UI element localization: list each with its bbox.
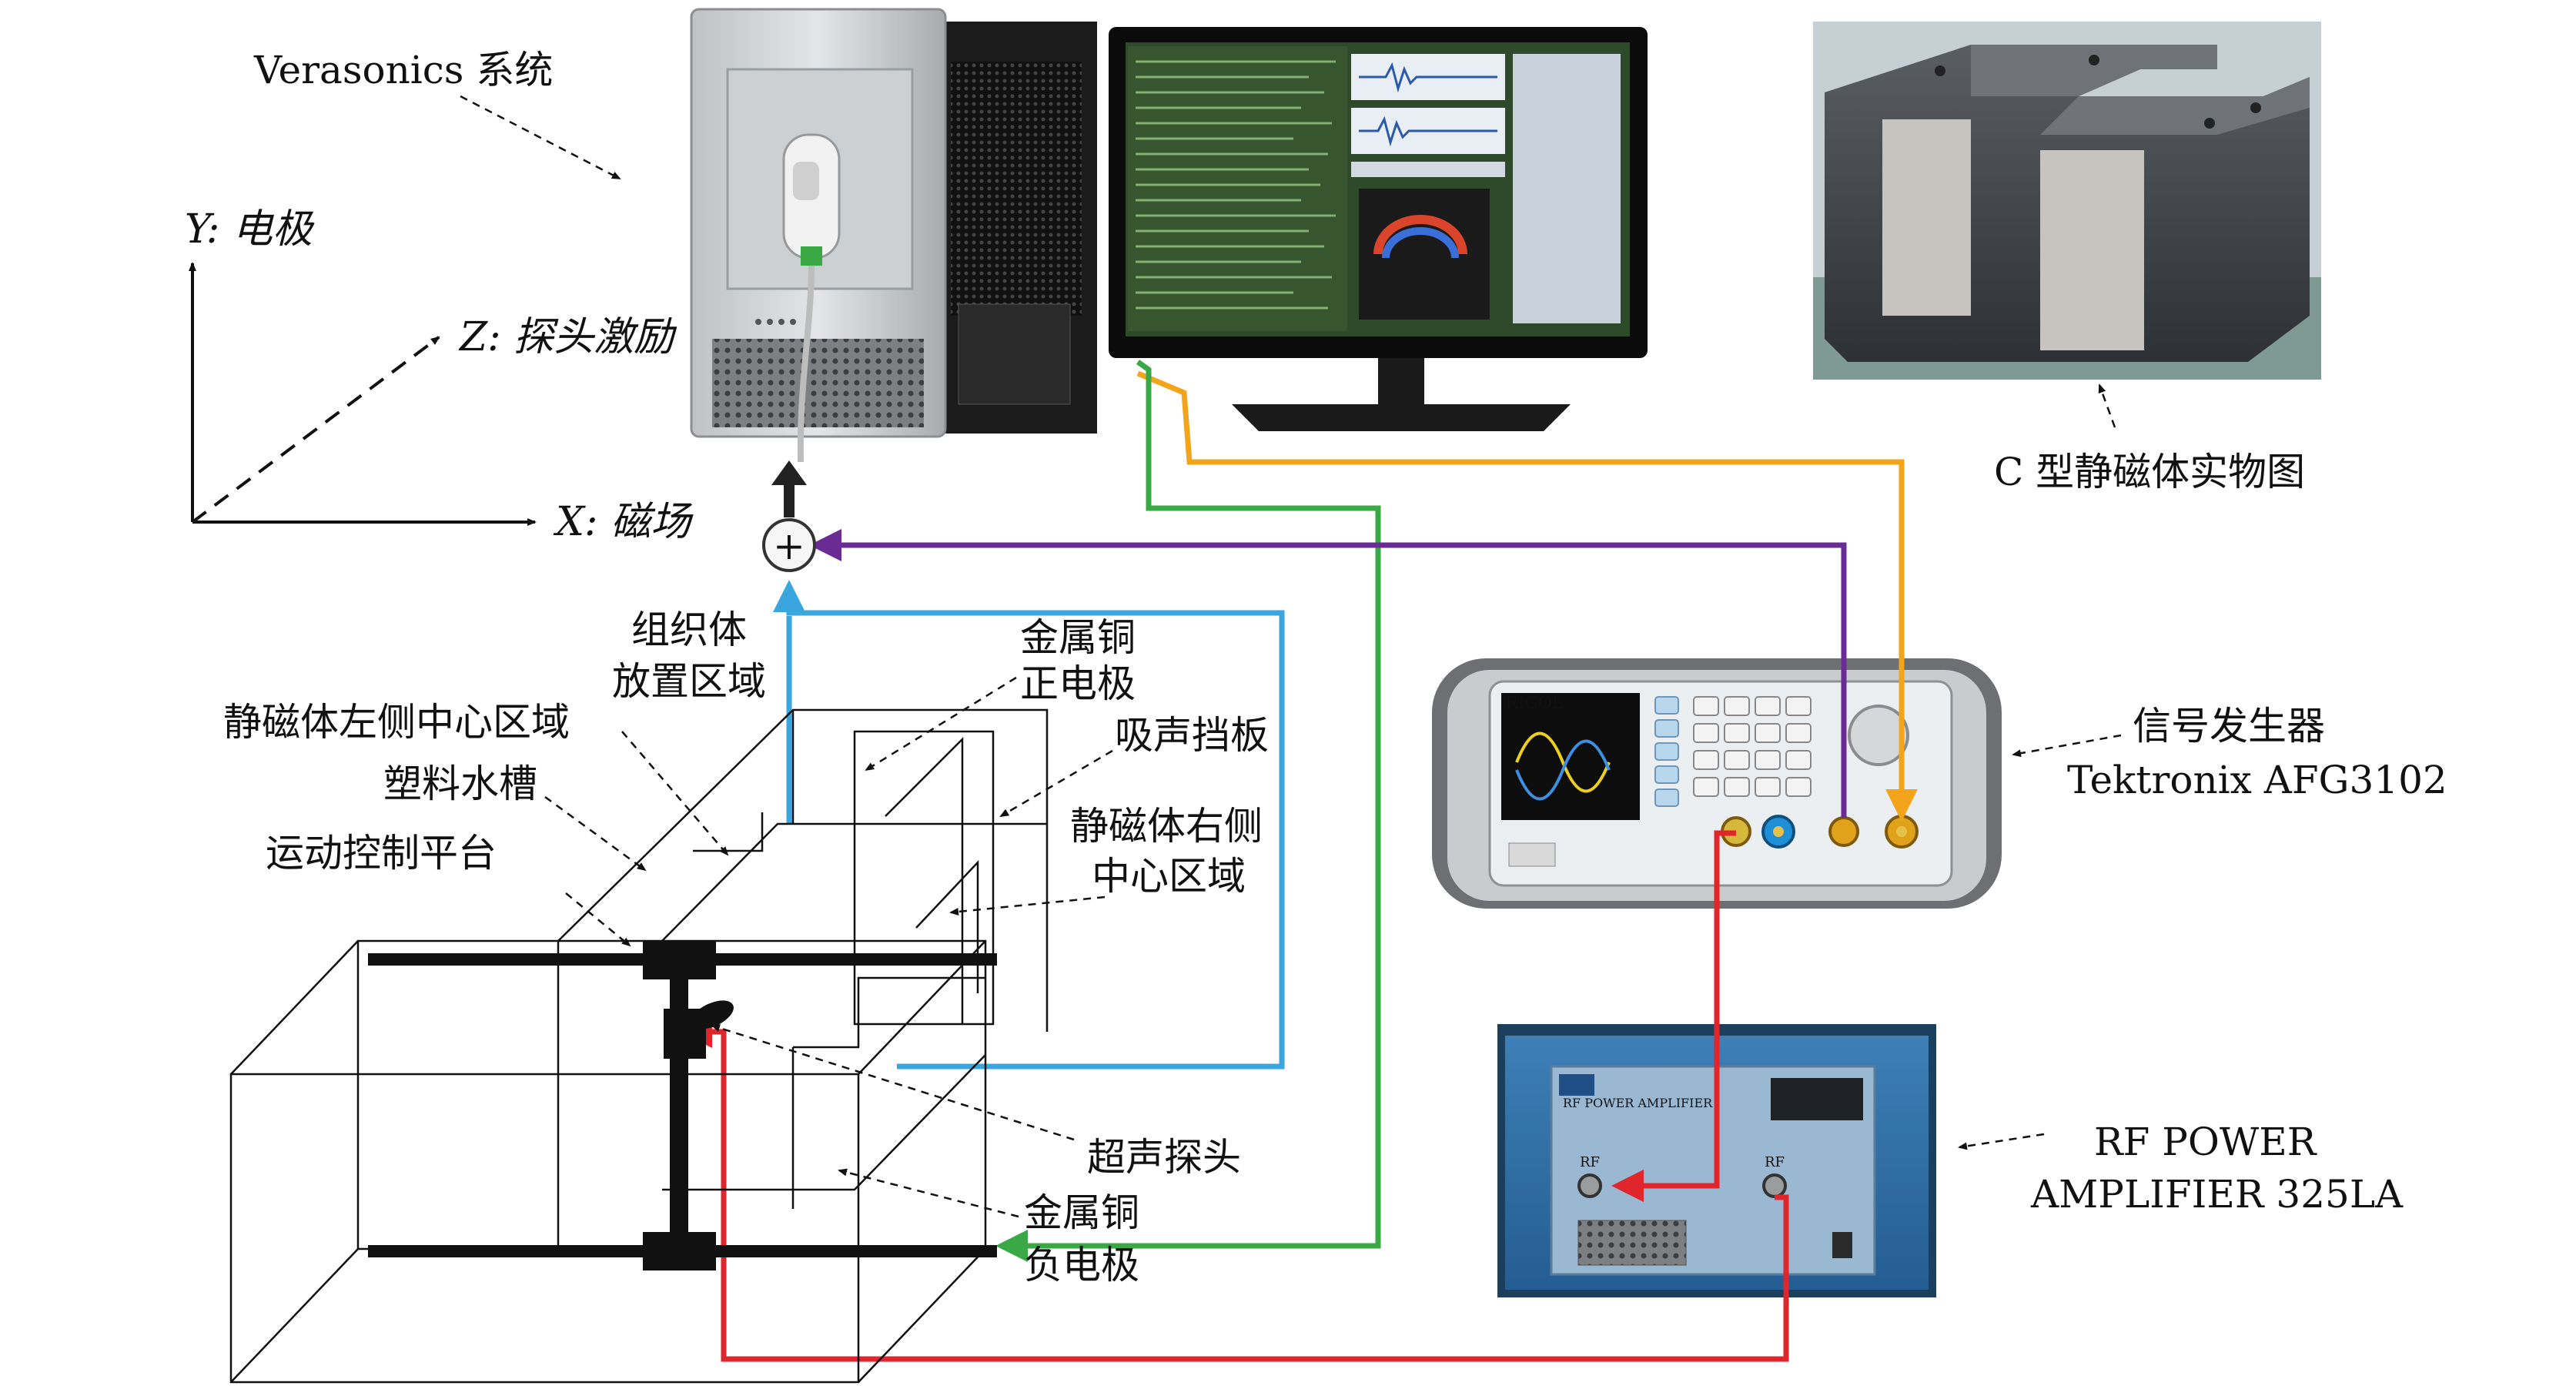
amp-port-right: RF [1765, 1154, 1785, 1170]
label-amp-1: RF POWER [2094, 1120, 2317, 1164]
label-axis-x: X: 磁场 [553, 499, 694, 545]
blue-wire [773, 580, 1285, 1070]
probe-head [691, 1000, 734, 1029]
leader-lines [460, 95, 2122, 1218]
red-wire-amp-probe [680, 1016, 1789, 1362]
amp-port-left: RF [1580, 1154, 1600, 1170]
verasonics-system-photo [690, 8, 1097, 463]
label-siggen-1: 信号发生器 [2133, 704, 2325, 748]
monitor-photo [1109, 27, 1648, 431]
label-axis-y: Y: 电极 [185, 206, 315, 253]
label-copper-neg-1: 金属铜 [1024, 1190, 1139, 1235]
label-copper-pos-1: 金属铜 [1020, 615, 1136, 660]
amp-panel-title: RF POWER AMPLIFIER [1563, 1096, 1713, 1110]
orange-wire [1136, 370, 1918, 822]
label-axis-z: Z: 探头激励 [458, 314, 677, 360]
label-amp-2: AMPLIFIER 325LA [2030, 1172, 2404, 1217]
summation-node: + [762, 518, 816, 572]
apparatus-wireframe [229, 708, 1049, 1384]
label-right-center-1: 静磁体右侧 [1070, 804, 1263, 849]
label-platform: 运动控制平台 [266, 831, 497, 875]
green-wire [995, 360, 1381, 1262]
label-probe: 超声探头 [1087, 1135, 1241, 1180]
label-copper-pos-2: 正电极 [1020, 661, 1136, 706]
coordinate-axes [189, 262, 537, 526]
label-absorber: 吸声挡板 [1115, 713, 1269, 758]
label-verasonics: Verasonics 系统 [253, 48, 553, 92]
siggen-knob [1848, 705, 1909, 766]
label-magnet-photo: C 型静磁体实物图 [1994, 450, 2305, 494]
label-tissue-1: 组织体 [631, 608, 747, 652]
rigol-brand: RIGOL [1505, 694, 1564, 713]
svg-text:+: + [773, 524, 805, 568]
purple-wire [809, 529, 1847, 818]
label-tissue-2: 放置区域 [612, 659, 766, 704]
ultrasound-probe-photo [782, 133, 841, 463]
label-right-center-2: 中心区域 [1092, 854, 1246, 899]
label-siggen-2: Tektronix AFG3102 [2067, 758, 2447, 802]
c-type-magnet-photo [1813, 22, 2321, 380]
label-tank: 塑料水槽 [383, 762, 537, 806]
label-left-center: 静磁体左侧中心区域 [223, 700, 570, 745]
label-copper-neg-2: 负电极 [1024, 1243, 1139, 1287]
signal-generator-photo: RIGOL [1432, 658, 2002, 909]
tower-grill [712, 339, 924, 427]
motion-platform [368, 941, 997, 1270]
red-wire-gen-amp [1611, 830, 1736, 1202]
